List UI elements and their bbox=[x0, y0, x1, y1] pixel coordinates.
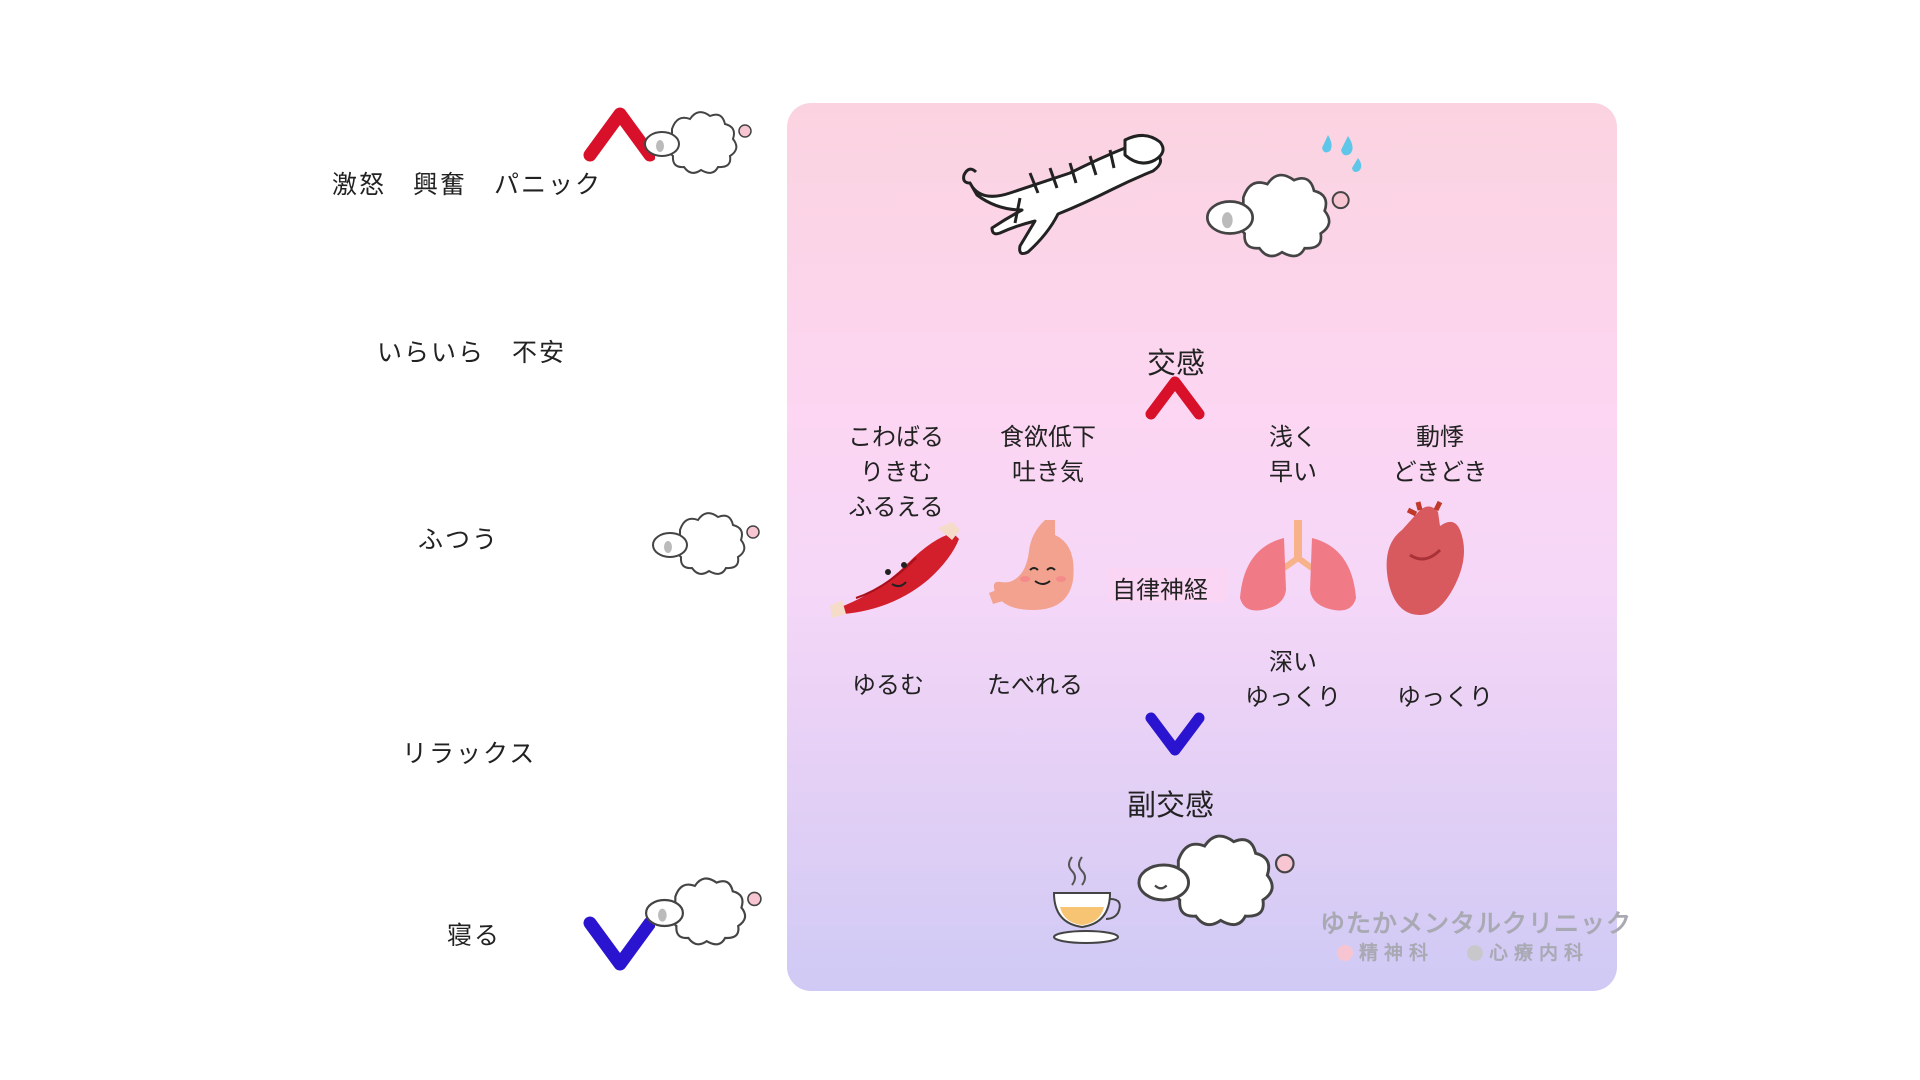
sheep-icon bbox=[1206, 173, 1350, 258]
sheep-icon bbox=[1137, 834, 1295, 927]
heart-icon bbox=[1386, 500, 1464, 615]
autonomic-panel bbox=[787, 103, 1617, 991]
tiger-icon bbox=[962, 134, 1165, 255]
lungs-icon bbox=[1240, 520, 1356, 611]
level-label-sleep: 寝る bbox=[447, 921, 502, 950]
sheep-icon bbox=[652, 512, 760, 575]
level-label-rage: 激怒 興奮 パニック bbox=[332, 170, 603, 199]
autonomic-label-bg bbox=[1108, 568, 1228, 602]
clinic-name: ゆたかメンタルクリニック bbox=[1320, 909, 1633, 938]
level-label-anxiety: いらいら 不安 bbox=[377, 338, 567, 367]
autonomic-arrow bbox=[1145, 376, 1205, 756]
sheep-icon bbox=[645, 877, 762, 946]
level-label-relax: リラックス bbox=[402, 739, 537, 768]
lungs-bottom-label: 深いゆっくり bbox=[1245, 648, 1341, 711]
muscle-icon bbox=[830, 522, 960, 618]
gray-dot-icon bbox=[1467, 945, 1483, 961]
sympathetic-label: 交感 bbox=[1147, 346, 1206, 380]
tea-cup-icon bbox=[1052, 856, 1121, 944]
parasympathetic-label: 副交感 bbox=[1127, 788, 1215, 822]
stomach-bottom-label: たべれる bbox=[987, 671, 1083, 699]
autonomic-label: 自律神経 bbox=[1112, 576, 1208, 604]
clinic-dept-psychosomatic: 心療内科 bbox=[1467, 938, 1589, 965]
lungs-top-label: 浅く早い bbox=[1269, 423, 1317, 486]
clinic-dept-psychiatry: 精神科 bbox=[1337, 938, 1434, 965]
pink-dot-icon bbox=[1337, 945, 1353, 961]
stomach-top-label: 食欲低下吐き気 bbox=[1000, 423, 1096, 486]
heart-bottom-label: ゆっくり bbox=[1397, 683, 1493, 711]
level-label-normal: ふつう bbox=[418, 525, 500, 554]
sweat-drops-icon bbox=[1322, 135, 1362, 172]
sheep-icon bbox=[644, 111, 752, 174]
stomach-icon bbox=[989, 520, 1074, 610]
muscle-bottom-label: ゆるむ bbox=[852, 671, 924, 699]
muscle-top-label: こわばるりきむふるえる bbox=[848, 423, 944, 521]
heart-top-label: 動悸どきどき bbox=[1392, 423, 1488, 486]
arousal-scale-arrow bbox=[583, 107, 655, 971]
